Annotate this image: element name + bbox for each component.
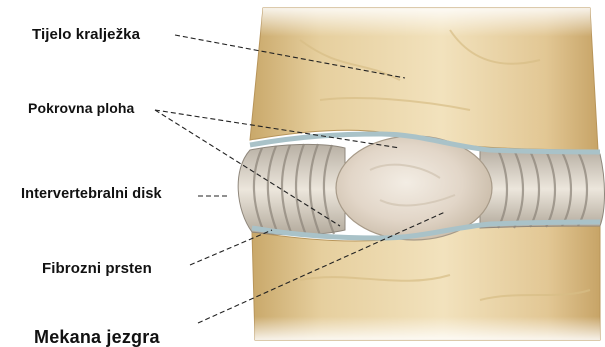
label-vertebral-body: Tijelo kralježka — [32, 26, 140, 43]
lower-vertebral-body — [252, 222, 600, 340]
label-annulus-fibrosus: Fibrozni prsten — [42, 260, 152, 277]
label-nucleus-pulposus: Mekana jezgra — [34, 327, 160, 347]
label-end-plate: Pokrovna ploha — [28, 100, 134, 116]
label-intervertebral-disc: Intervertebralni disk — [21, 186, 162, 202]
upper-vertebral-body — [250, 8, 598, 150]
